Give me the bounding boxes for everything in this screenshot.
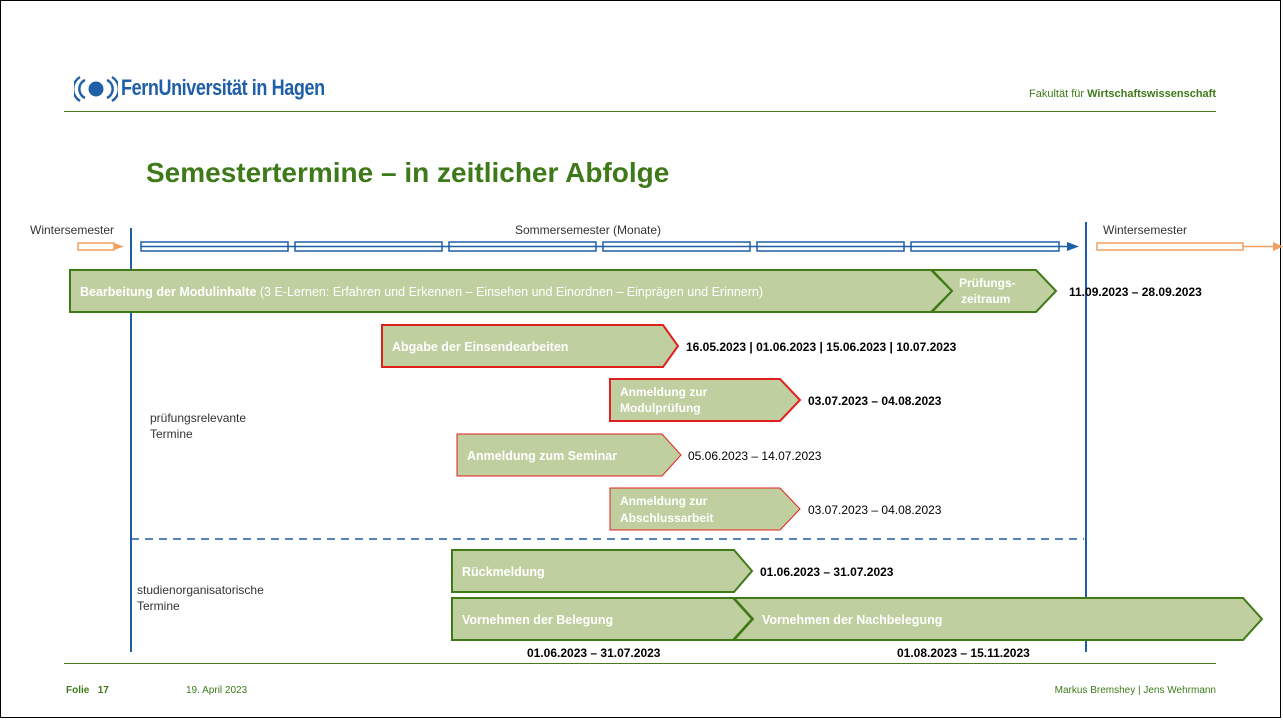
exam-relevant-label-line1: prüfungsrelevante [150, 411, 246, 425]
slide-number: Folie 17 [66, 685, 109, 696]
footer-authors: Markus Bremshey | Jens Wehrmann [1054, 685, 1216, 696]
submissions-dates: 16.05.2023 | 01.06.2023 | 15.06.2023 | 1… [686, 340, 957, 354]
thesis-arrow [609, 487, 801, 531]
timeline-arrowhead [1067, 242, 1079, 251]
summer-semester-label: Sommersemester (Monate) [515, 223, 661, 237]
exam-period-line1: Prüfungs- [959, 276, 1016, 290]
right-orange-bar [1096, 242, 1244, 251]
footer-date: 19. April 2023 [186, 685, 248, 696]
right-wintersemester-label: Wintersemester [1103, 223, 1187, 237]
seminar-label: Anmeldung zum Seminar [467, 449, 617, 463]
exam-period-dates: 11.09.2023 – 28.09.2023 [1069, 285, 1202, 299]
module-content-label-bold: Bearbeitung der Modulinhalte [80, 285, 256, 299]
slide-label: Folie [66, 685, 90, 696]
submissions-label: Abgabe der Einsendearbeiten [392, 340, 568, 354]
faculty-prefix: Fakultät für [1029, 88, 1088, 100]
page-title: Semestertermine – in zeitlicher Abfolge [146, 157, 670, 188]
thesis-dates: 03.07.2023 – 04.08.2023 [808, 503, 942, 517]
slide-number-value: 17 [97, 685, 109, 696]
late-enrollment-label: Vornehmen der Nachbelegung [762, 613, 942, 627]
org-label-line1: studienorganisatorische [137, 583, 264, 597]
module-exam-line2: Modulprüfung [620, 401, 701, 415]
exam-period-arrow [929, 269, 1058, 313]
left-orange-bar [77, 242, 115, 251]
thesis-line2: Abschlussarbeit [620, 511, 713, 525]
enrollment-label: Vornehmen der Belegung [462, 613, 613, 627]
reregistration-label: Rückmeldung [462, 565, 545, 579]
module-exam-arrow [609, 378, 802, 422]
faculty-label: Fakultät für Wirtschaftswissenschaft [1029, 88, 1216, 100]
exam-relevant-label-line2: Termine [150, 427, 193, 441]
month-segments [140, 241, 1079, 252]
thesis-line1: Anmeldung zur [620, 494, 708, 508]
seminar-dates: 05.06.2023 – 14.07.2023 [688, 449, 822, 463]
submissions-arrow [381, 324, 680, 368]
header-divider [64, 111, 1216, 112]
seminar-arrow [456, 433, 682, 477]
org-label-line2: Termine [137, 599, 180, 613]
module-exam-dates: 03.07.2023 – 04.08.2023 [808, 394, 942, 408]
reregistration-arrow [451, 549, 754, 593]
enrollment-dates: 01.06.2023 – 31.07.2023 [527, 646, 661, 660]
late-enrollment-arrow [731, 597, 1264, 641]
left-orange-arrowhead [114, 243, 124, 250]
left-wintersemester-label: Wintersemester [30, 223, 114, 237]
right-orange-arrowhead [1273, 242, 1283, 251]
university-logo-icon [74, 75, 118, 103]
university-name: FernUniversität in Hagen [121, 75, 325, 100]
late-enrollment-dates: 01.08.2023 – 15.11.2023 [897, 646, 1030, 660]
module-content-label: Bearbeitung der Modulinhalte (3 E-Lernen… [80, 285, 763, 299]
module-exam-line1: Anmeldung zur [620, 385, 708, 399]
exam-period-line2: zeitraum [961, 292, 1010, 306]
reregistration-dates: 01.06.2023 – 31.07.2023 [760, 565, 894, 579]
footer-divider [64, 663, 1216, 664]
faculty-name: Wirtschaftswissenschaft [1087, 88, 1216, 100]
module-content-label-rest: (3 E-Lernen: Erfahren und Erkennen – Ein… [256, 285, 763, 299]
